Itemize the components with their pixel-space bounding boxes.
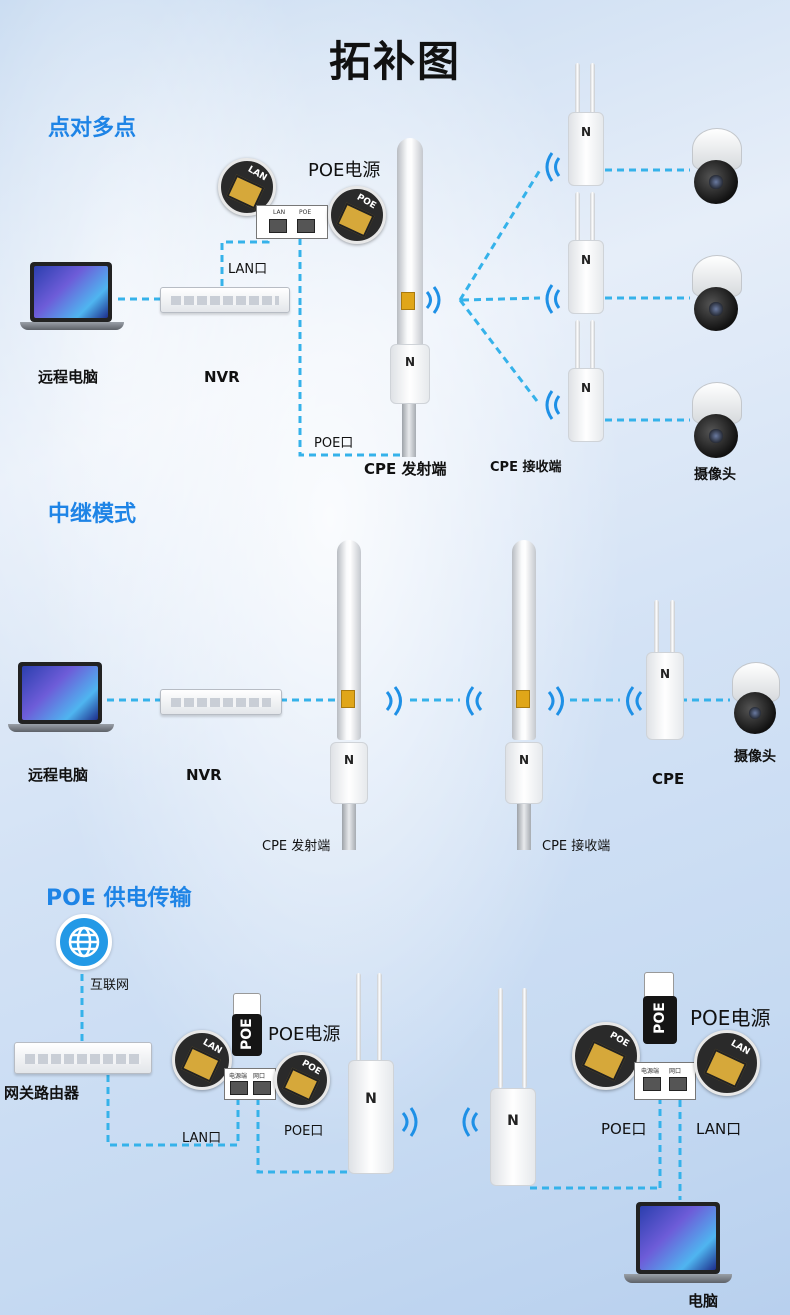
pc-label: 电脑: [688, 1292, 719, 1310]
wifi-signal-icon: [425, 286, 441, 314]
lan-port-label-left: LAN口: [182, 1131, 222, 1146]
laptop-icon: [636, 1202, 720, 1274]
section-heading-poe-transmission: POE 供电传输: [46, 886, 192, 911]
mount-pole: [517, 795, 531, 850]
poe-port-label: POE口: [314, 436, 354, 451]
antenna-sticker: [516, 690, 530, 708]
poe-adapter-icon: POE: [643, 996, 677, 1044]
poe-power-label-left: POE电源: [268, 1024, 341, 1045]
wifi-signal-icon: [545, 284, 561, 314]
poe-port-label-right: POE口: [601, 1120, 647, 1138]
nvr-label: NVR: [186, 766, 222, 784]
cpe-tx-device-icon: N: [330, 742, 368, 804]
camera-lens: [694, 414, 738, 458]
laptop-icon: [30, 262, 112, 322]
nvr-label: NVR: [204, 368, 240, 386]
lan-plug-icon: LAN: [694, 1030, 760, 1096]
line-tx-rx1: [458, 169, 542, 301]
camera-label: 摄像头: [734, 749, 776, 765]
poe-plug-icon: POE: [274, 1052, 330, 1108]
omni-antenna-icon: [512, 540, 536, 740]
camera-lens: [694, 287, 738, 331]
lan-port-label: LAN口: [228, 262, 268, 277]
antenna-sticker: [401, 292, 415, 310]
port-box-icon: 电源端网口: [634, 1062, 696, 1100]
camera-lens: [734, 692, 776, 734]
line-tx-rx3: [458, 299, 542, 406]
line-nvr-lan: [220, 236, 270, 286]
page-title: 拓补图: [328, 37, 461, 86]
line-poe-cpe: [298, 308, 404, 457]
section-heading-point-to-multipoint: 点对多点: [48, 116, 137, 141]
wifi-signal-icon: [466, 686, 483, 716]
poe-plug-icon: POE: [572, 1022, 640, 1090]
cpe-device-icon: N: [348, 1060, 394, 1174]
nvr-icon: [160, 287, 290, 313]
cpe-tx-label: CPE 发射端: [364, 460, 447, 478]
poe-port-label-left: POE口: [284, 1124, 324, 1139]
cpe-rx-device-icon: N: [568, 240, 604, 314]
wifi-signal-icon: [401, 1107, 418, 1137]
globe-icon: [56, 914, 112, 970]
line-tx-rx2: [461, 296, 541, 302]
lan-plug-icon: LAN: [172, 1030, 232, 1090]
poe-power-label: POE电源: [308, 160, 381, 181]
gateway-label: 网关路由器: [4, 1084, 80, 1102]
mount-pole: [342, 795, 356, 850]
laptop-label: 远程电脑: [28, 766, 89, 784]
laptop-label: 远程电脑: [38, 368, 99, 386]
mount-pole: [402, 395, 416, 457]
cpe-rx-label: CPE 接收端: [490, 460, 562, 475]
camera-label: 摄像头: [694, 467, 736, 483]
laptop-base: [20, 322, 124, 330]
cpe-rx-device-icon: N: [568, 368, 604, 442]
omni-antenna-icon: [397, 138, 423, 348]
cpe-tx-label: CPE 发射端: [262, 839, 331, 854]
wifi-signal-icon: [545, 390, 561, 420]
antenna-sticker: [341, 690, 355, 708]
cpe-tx-device-icon: N: [390, 344, 430, 404]
wifi-signal-icon: [462, 1107, 479, 1137]
poe-power-label-right: POE电源: [690, 1006, 771, 1030]
wifi-signal-icon: [385, 686, 402, 716]
nvr-icon: [160, 689, 282, 715]
wifi-signal-icon: [626, 686, 643, 716]
line3-gateway-lan: [106, 1075, 240, 1147]
section-heading-relay-mode: 中继模式: [48, 502, 137, 527]
poe-adapter-icon: POE: [232, 1014, 262, 1056]
cpe-rx-device-icon: N: [505, 742, 543, 804]
laptop-base: [624, 1274, 732, 1283]
cpe-rx-device-icon: N: [568, 112, 604, 186]
internet-label: 互联网: [90, 978, 130, 993]
cpe-device-icon: N: [490, 1088, 536, 1186]
laptop-base: [8, 724, 114, 732]
camera-lens: [694, 160, 738, 204]
poe-plug-icon: POE: [328, 186, 386, 244]
cpe-device-icon: N: [646, 652, 684, 740]
wifi-signal-icon: [547, 686, 564, 716]
omni-antenna-icon: [337, 540, 361, 740]
wifi-signal-icon: [545, 152, 561, 182]
line3-poe-cpe: [256, 1098, 350, 1174]
port-box-icon: 电源端网口: [224, 1068, 276, 1100]
cpe-label: CPE: [652, 770, 685, 788]
lan-port-label-right: LAN口: [696, 1120, 742, 1138]
laptop-icon: [18, 662, 102, 724]
gateway-router-icon: [14, 1042, 152, 1074]
cpe-rx-label: CPE 接收端: [542, 839, 611, 854]
